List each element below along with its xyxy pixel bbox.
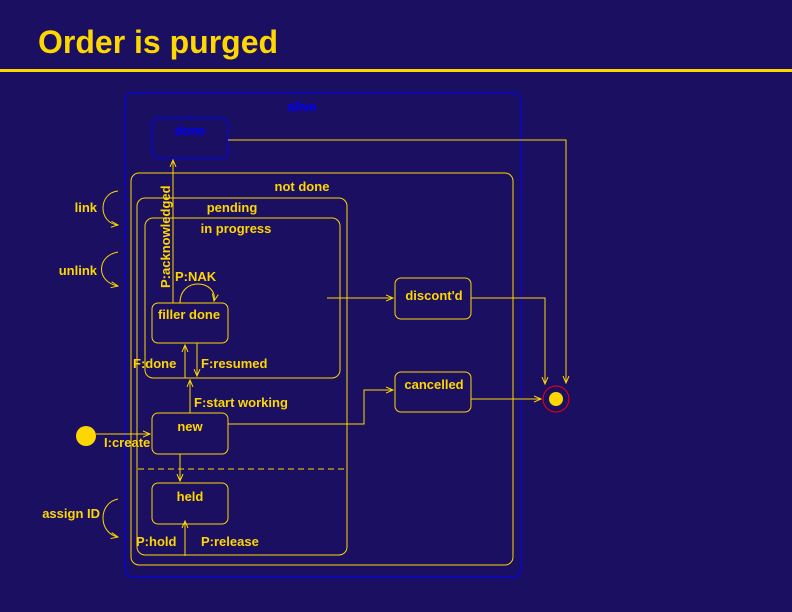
self-loop-unlink bbox=[101, 251, 119, 286]
state-pending bbox=[136, 197, 348, 556]
label-p-hold: P:hold bbox=[136, 534, 176, 549]
arrow-discontd-to-final bbox=[471, 297, 545, 384]
final-state-dot bbox=[549, 392, 563, 406]
label-discontd: discont'd bbox=[405, 288, 462, 303]
state-filler-done bbox=[151, 302, 229, 344]
self-loop-link bbox=[102, 190, 118, 225]
label-done: done bbox=[174, 123, 205, 138]
state-done bbox=[151, 117, 229, 159]
label-f-start-working: F:start working bbox=[194, 395, 288, 410]
label-held: held bbox=[177, 489, 204, 504]
label-in-progress: in progress bbox=[201, 221, 272, 236]
self-loop-assign-id bbox=[102, 498, 118, 537]
final-state-ring bbox=[542, 385, 570, 413]
label-link: link bbox=[75, 200, 98, 215]
state-in-progress bbox=[144, 217, 341, 379]
state-cancelled bbox=[394, 371, 472, 413]
label-p-nak: P:NAK bbox=[175, 269, 217, 284]
slide-title: Order is purged bbox=[38, 24, 279, 60]
state-held bbox=[151, 482, 229, 525]
label-p-acknowledged: P:acknowledged bbox=[158, 185, 173, 288]
label-not-done: not done bbox=[275, 179, 330, 194]
initial-state-dot bbox=[76, 426, 96, 446]
label-pending: pending bbox=[207, 200, 258, 215]
arrow-p-nak bbox=[179, 283, 214, 304]
label-f-done: F:done bbox=[133, 356, 176, 371]
label-i-create: I:create bbox=[104, 435, 150, 450]
arrow-to-cancelled bbox=[228, 390, 393, 425]
label-new: new bbox=[177, 419, 203, 434]
label-p-release: P:release bbox=[201, 534, 259, 549]
state-alive bbox=[124, 92, 522, 578]
label-filler-done: filler done bbox=[158, 307, 220, 322]
label-alive: alive bbox=[288, 99, 317, 114]
title-rule bbox=[0, 69, 792, 72]
label-f-resumed: F:resumed bbox=[201, 356, 268, 371]
label-cancelled: cancelled bbox=[404, 377, 463, 392]
label-unlink: unlink bbox=[59, 263, 98, 278]
arrow-done-to-final bbox=[228, 139, 566, 383]
label-assign-id: assign ID bbox=[42, 506, 100, 521]
state-not-done bbox=[130, 172, 514, 566]
